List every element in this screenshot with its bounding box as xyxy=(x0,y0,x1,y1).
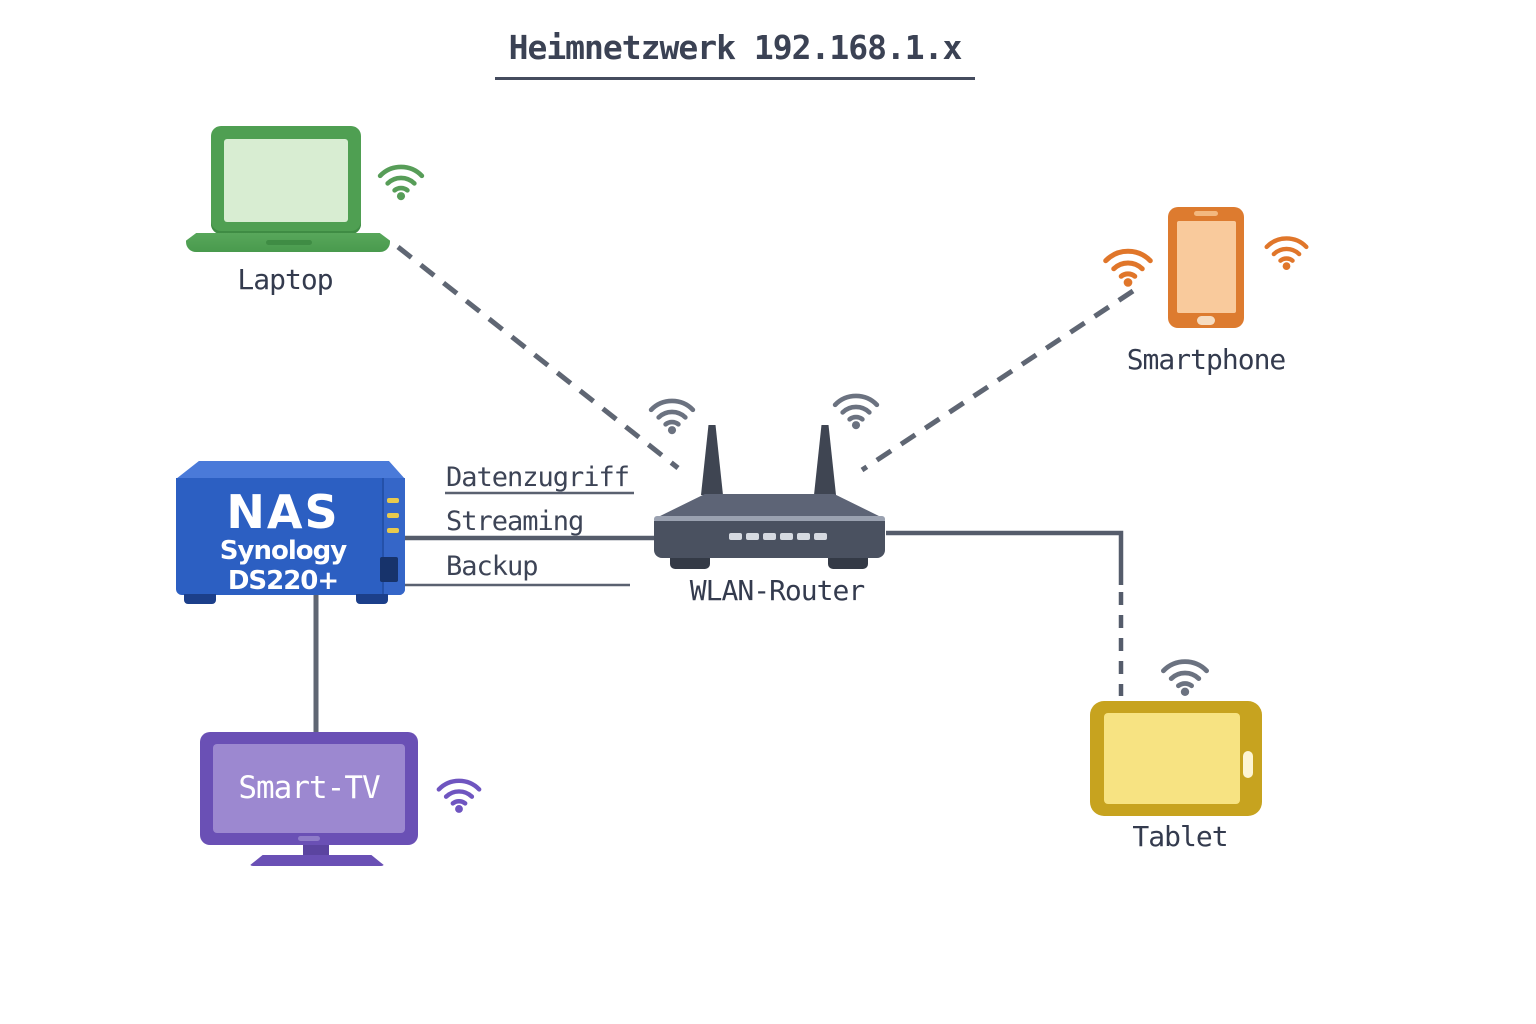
tv-stand-neck xyxy=(303,845,329,857)
router-led xyxy=(763,533,776,540)
wifi-icon xyxy=(648,398,696,435)
connection-label-datenzugriff: Datenzugriff xyxy=(446,462,630,493)
smartphone-screen xyxy=(1177,221,1236,313)
nas-led xyxy=(387,513,399,518)
tablet-screen xyxy=(1104,713,1240,804)
nas-foot xyxy=(356,594,388,604)
connection-label-streaming: Streaming xyxy=(446,506,584,537)
smartphone-home-button xyxy=(1197,316,1215,325)
smart-tv-label: Smart-TV xyxy=(238,770,380,806)
laptop-screen xyxy=(224,139,348,222)
wifi-icon xyxy=(1103,248,1153,287)
wifi-icon xyxy=(436,778,482,813)
tv-screen xyxy=(213,744,405,833)
router-led xyxy=(729,533,742,540)
smartphone-speaker xyxy=(1194,211,1218,216)
router-led xyxy=(797,533,810,540)
router-antenna xyxy=(701,425,723,495)
router-tablet-link-solid xyxy=(886,530,1124,585)
wifi-icon xyxy=(832,393,880,430)
diagram-title: Heimnetzwerk 192.168.1.x xyxy=(495,28,975,80)
nas-foot xyxy=(184,594,216,604)
wifi-icon xyxy=(377,164,425,201)
wifi-icon xyxy=(1161,659,1209,696)
wifi-icon xyxy=(1264,236,1309,270)
smartphone-router-link xyxy=(860,288,1135,473)
nas-top-face xyxy=(176,461,405,479)
router-foot xyxy=(670,558,710,569)
router-antenna xyxy=(814,425,836,495)
laptop-router-link xyxy=(396,245,680,470)
smartphone-label: Smartphone xyxy=(1126,343,1287,376)
tablet-label: Tablet xyxy=(1132,820,1228,853)
nas-led xyxy=(387,498,399,503)
router-foot xyxy=(828,558,868,569)
nas-usb-port xyxy=(380,557,398,582)
nas-led xyxy=(387,528,399,533)
tablet-side-button xyxy=(1243,751,1253,778)
nas-sublabel: Synology DS220+ xyxy=(219,536,347,596)
laptop-trackpad xyxy=(266,240,312,245)
nas-label: NAS xyxy=(226,485,340,539)
router-led xyxy=(780,533,793,540)
laptop-label: Laptop xyxy=(237,263,333,296)
tv-stand-base xyxy=(249,855,385,866)
router-led xyxy=(814,533,827,540)
nas-front-face xyxy=(176,478,405,595)
connection-label-backup: Backup xyxy=(446,551,539,582)
tv-indicator xyxy=(298,836,320,841)
router-label: WLAN-Router xyxy=(689,574,865,607)
router-edge-strip xyxy=(654,516,885,523)
router-led xyxy=(746,533,759,540)
